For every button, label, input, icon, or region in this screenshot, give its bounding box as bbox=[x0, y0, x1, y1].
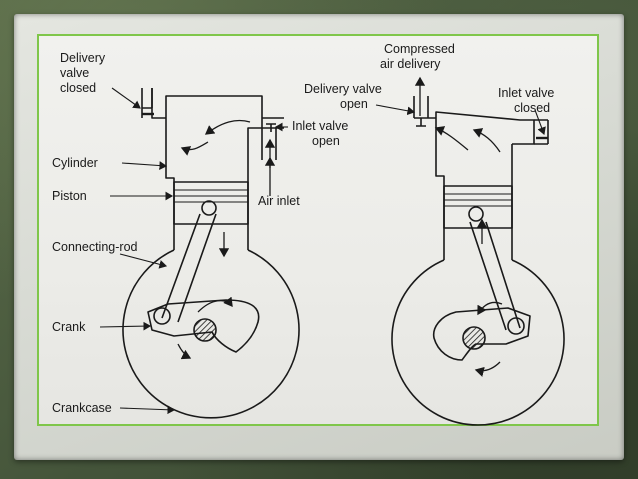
right-delivery-valve bbox=[416, 118, 426, 127]
label-inlet-valve-open-1: Inlet valve bbox=[292, 119, 348, 133]
right-labels: Compressed air delivery Delivery valve o… bbox=[304, 42, 554, 115]
left-crank-shaft bbox=[193, 318, 217, 342]
right-inlet-port bbox=[534, 119, 549, 145]
label-delivery-valve-closed-1: Delivery bbox=[60, 51, 106, 65]
left-inlet-pipe bbox=[261, 128, 277, 160]
right-delivery-port bbox=[413, 96, 436, 119]
label-crankcase: Crankcase bbox=[52, 401, 112, 415]
label-piston: Piston bbox=[52, 189, 87, 203]
right-leaders bbox=[375, 104, 546, 136]
right-piston-pin bbox=[468, 206, 484, 222]
left-labels: Delivery valve closed Inlet valve open C… bbox=[52, 51, 348, 415]
right-crank-pin bbox=[507, 317, 525, 335]
right-compressor bbox=[391, 96, 565, 426]
label-air-inlet: Air inlet bbox=[258, 194, 300, 208]
label-compressed-air-2: air delivery bbox=[380, 57, 441, 71]
left-piston bbox=[173, 181, 249, 225]
left-crank-web bbox=[147, 299, 260, 353]
label-cylinder: Cylinder bbox=[52, 156, 98, 170]
left-crank-pin bbox=[153, 307, 171, 325]
label-delivery-valve-open-1: Delivery valve bbox=[304, 82, 382, 96]
left-flow-arrows bbox=[177, 119, 276, 360]
label-delivery-valve-closed-3: closed bbox=[60, 81, 96, 95]
diagram-frame bbox=[37, 34, 599, 426]
right-piston bbox=[443, 185, 513, 229]
left-leaders bbox=[99, 87, 288, 415]
left-piston-pin bbox=[201, 200, 217, 216]
label-inlet-valve-closed-2: closed bbox=[514, 101, 550, 115]
label-delivery-valve-closed-2: valve bbox=[60, 66, 89, 80]
left-cylinder-outline bbox=[151, 88, 263, 250]
right-crank-shaft bbox=[462, 326, 486, 350]
left-connecting-rod bbox=[161, 213, 217, 323]
right-crankcase bbox=[391, 259, 565, 426]
label-inlet-valve-open-2: open bbox=[312, 134, 340, 148]
left-inlet-valve bbox=[266, 123, 276, 132]
label-compressed-air-1: Compressed bbox=[384, 42, 455, 56]
label-inlet-valve-closed-1: Inlet valve bbox=[498, 86, 554, 100]
label-crank: Crank bbox=[52, 320, 86, 334]
left-compressor bbox=[122, 88, 300, 419]
left-crankcase bbox=[122, 249, 300, 419]
right-flow-arrows bbox=[414, 76, 503, 377]
label-delivery-valve-open-2: open bbox=[340, 97, 368, 111]
label-connecting-rod: Connecting-rod bbox=[52, 240, 138, 254]
